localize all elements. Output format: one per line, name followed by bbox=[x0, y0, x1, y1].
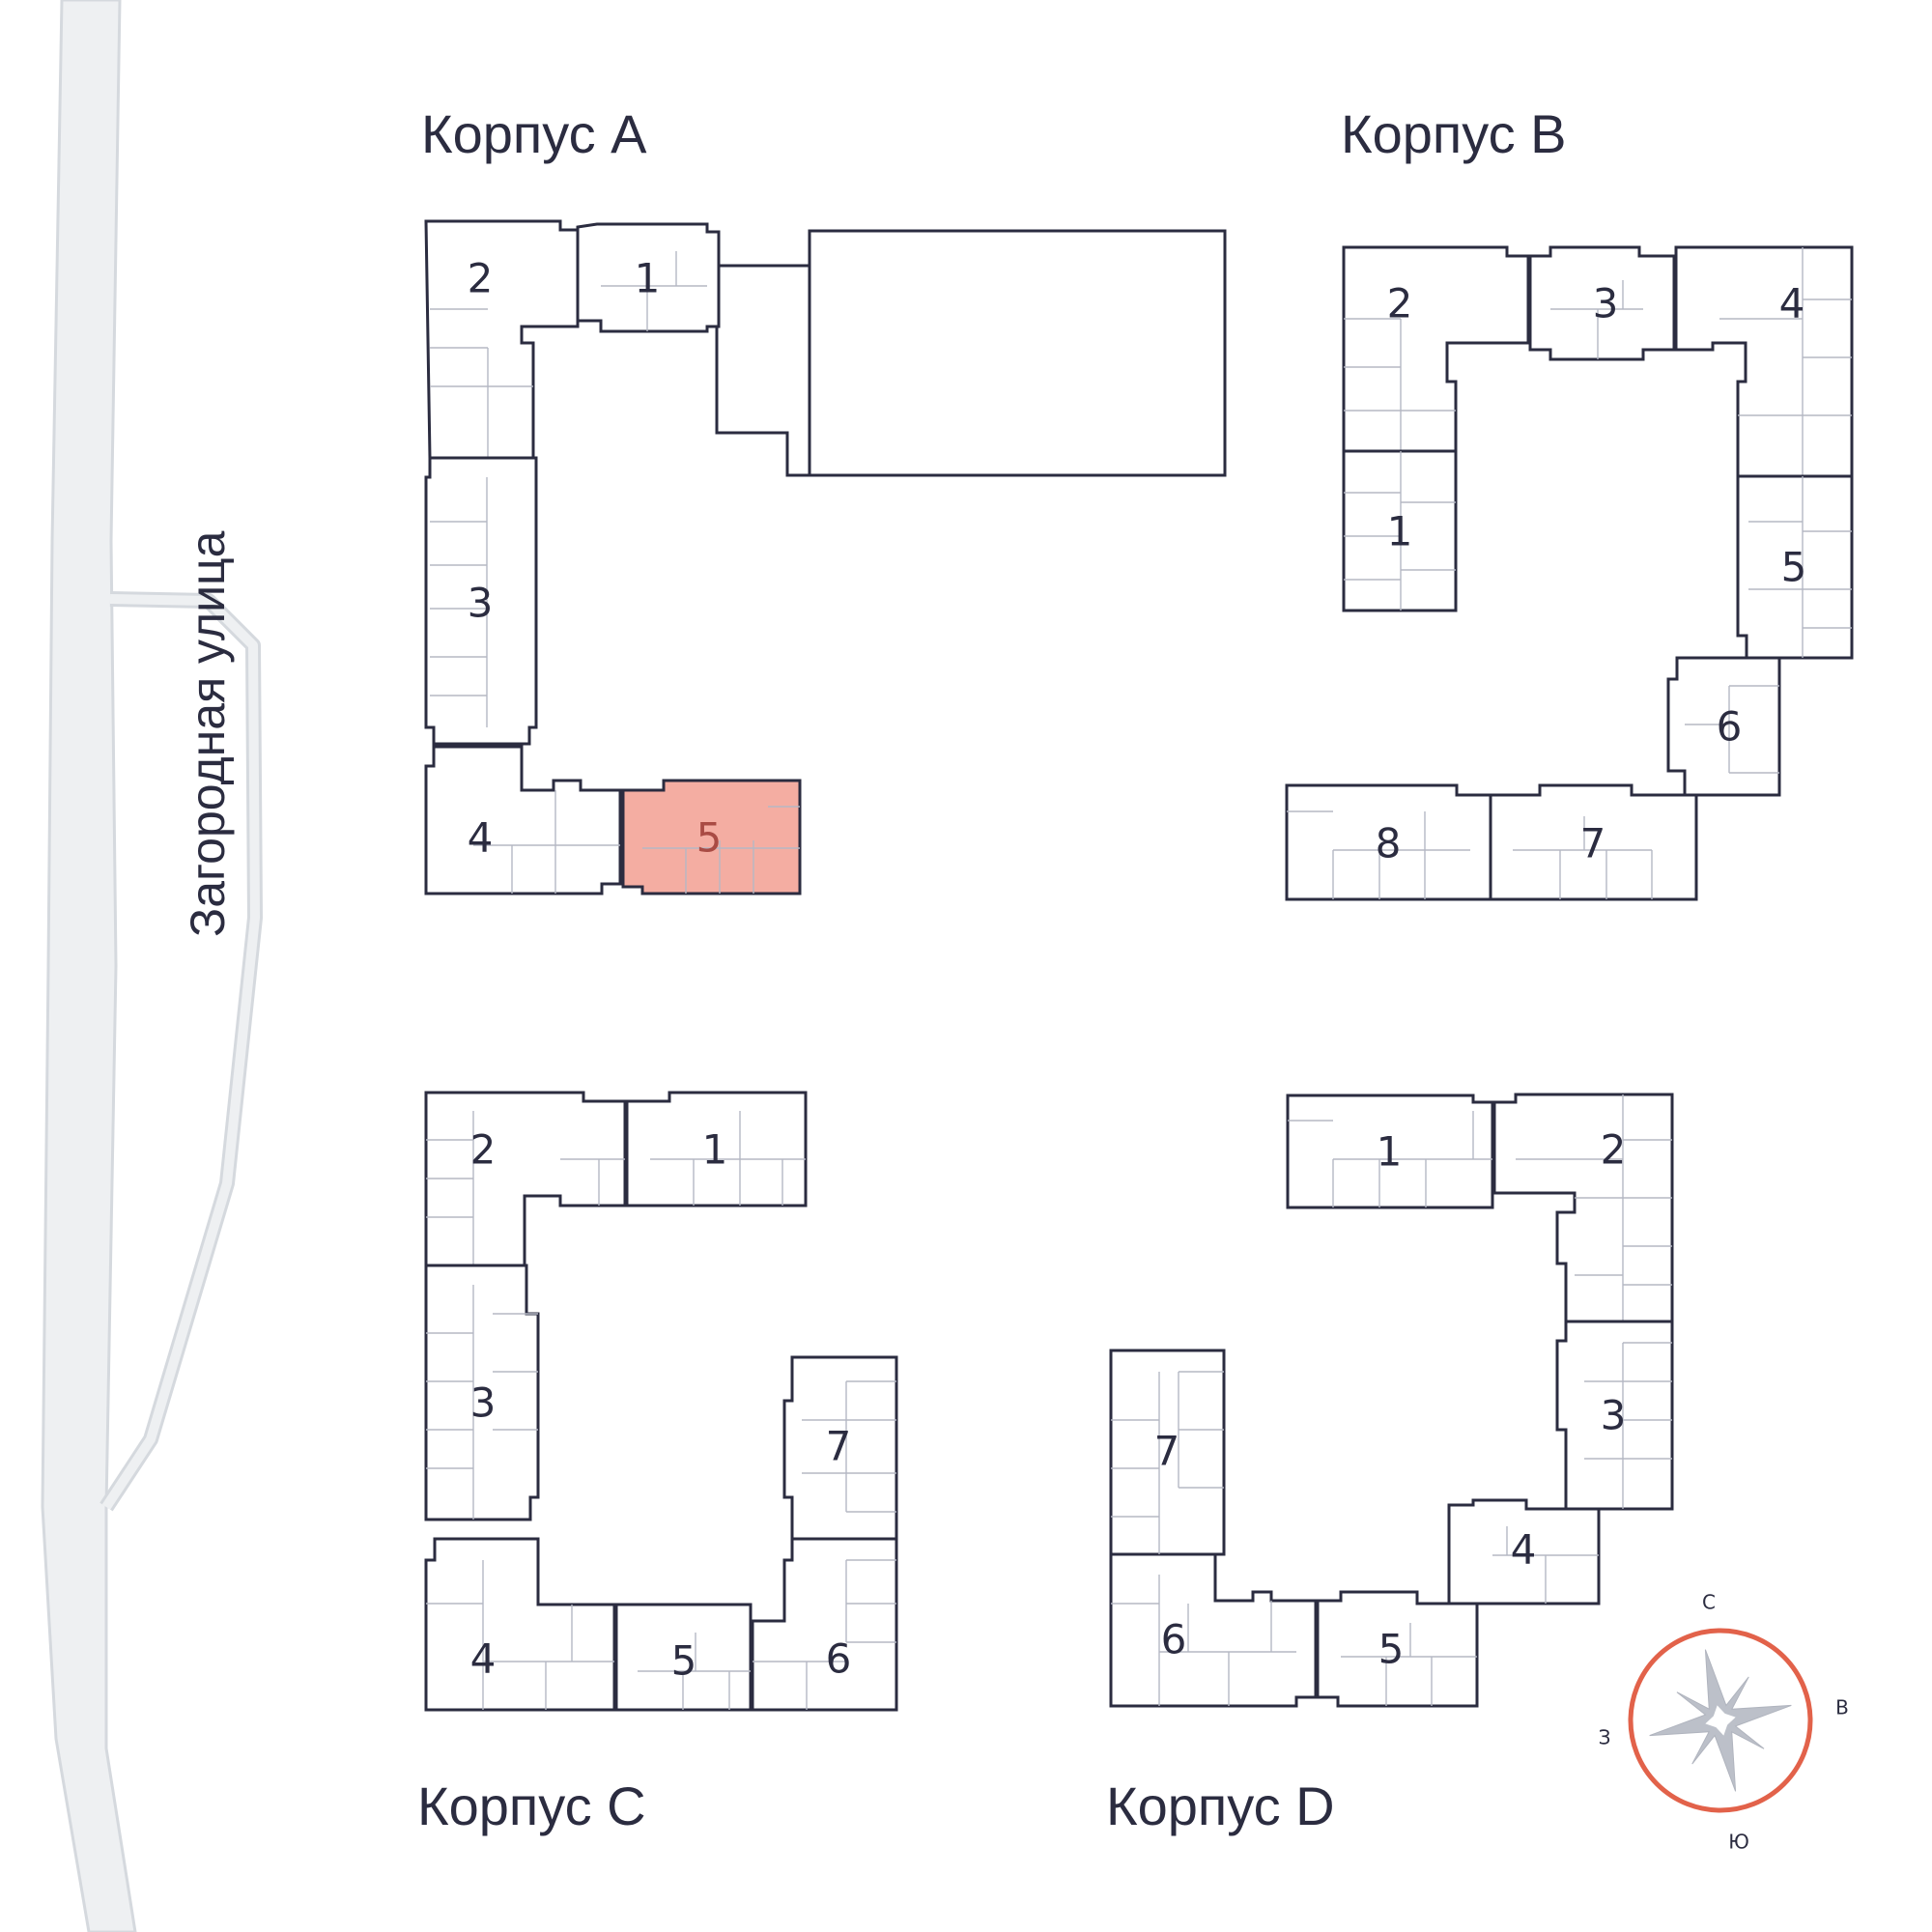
compass-west-label: З bbox=[1599, 1726, 1611, 1749]
compass-south-label: Ю bbox=[1728, 1831, 1749, 1854]
corpus-d-section-6[interactable]: 6 bbox=[1109, 1552, 1318, 1708]
corpus-b-section-4[interactable]: 4 bbox=[1674, 245, 1854, 478]
compass-ring bbox=[1628, 1628, 1813, 1813]
corpus-c-section-2[interactable]: 2 bbox=[424, 1091, 627, 1267]
corpus-a-section-1[interactable]: 1 bbox=[576, 222, 721, 333]
corpus-d-section-3[interactable]: 3 bbox=[1555, 1320, 1674, 1511]
corpus-b-section-7[interactable]: 7 bbox=[1489, 783, 1698, 901]
corpus-c-section-5[interactable]: 5 bbox=[614, 1603, 753, 1712]
corpus-b-section-8[interactable]: 8 bbox=[1285, 783, 1492, 901]
corpus-d-section-4[interactable]: 4 bbox=[1447, 1498, 1601, 1605]
compass-rose: С В Ю З bbox=[1599, 1591, 1849, 1854]
corpus-a-parking bbox=[808, 229, 1227, 477]
compass-east-label: В bbox=[1835, 1696, 1849, 1719]
corpus-a-label: Корпус A bbox=[421, 103, 647, 164]
corpus-a-section-2[interactable]: 2 bbox=[424, 219, 580, 460]
corpus-a-annex bbox=[715, 264, 811, 477]
corpus-b-label: Корпус B bbox=[1341, 103, 1567, 164]
compass-star-icon bbox=[1649, 1649, 1792, 1792]
corpus-b-section-5[interactable]: 5 bbox=[1736, 474, 1854, 660]
corpus-c-label: Корпус C bbox=[417, 1776, 646, 1836]
street-name: Загородная улица bbox=[181, 530, 235, 937]
corpus-a: 1 2 3 4 5 bbox=[424, 219, 1227, 895]
corpus-c: 2 1 3 4 5 6 7 bbox=[424, 1091, 898, 1712]
corpus-c-section-7[interactable]: 7 bbox=[782, 1355, 898, 1541]
street-road: Загородная улица bbox=[41, 0, 263, 1932]
corpus-b-section-3[interactable]: 3 bbox=[1528, 245, 1676, 361]
corpus-c-section-3[interactable]: 3 bbox=[424, 1264, 540, 1521]
compass-north-label: С bbox=[1702, 1591, 1716, 1614]
corpus-b: 2 3 4 1 5 6 7 bbox=[1285, 245, 1854, 901]
corpus-c-section-4[interactable]: 4 bbox=[424, 1537, 616, 1712]
corpus-c-section-6[interactable]: 6 bbox=[751, 1537, 898, 1712]
corpus-d-section-2[interactable]: 2 bbox=[1492, 1093, 1674, 1323]
corpus-d: 1 2 3 4 5 6 7 bbox=[1109, 1093, 1674, 1708]
corpus-a-section-5[interactable]: 5 bbox=[621, 779, 802, 895]
corpus-a-section-4[interactable]: 4 bbox=[424, 745, 622, 895]
corpus-d-label: Корпус D bbox=[1106, 1776, 1335, 1836]
corpus-d-section-5[interactable]: 5 bbox=[1316, 1590, 1479, 1708]
corpus-b-section-1[interactable]: 1 bbox=[1342, 449, 1458, 612]
corpus-d-section-7[interactable]: 7 bbox=[1109, 1349, 1226, 1556]
corpus-d-section-1[interactable]: 1 bbox=[1286, 1094, 1494, 1209]
corpus-c-section-1[interactable]: 1 bbox=[625, 1091, 808, 1208]
corpus-b-section-6[interactable]: 6 bbox=[1666, 656, 1781, 797]
corpus-b-section-2[interactable]: 2 bbox=[1342, 245, 1530, 453]
corpus-a-section-3[interactable]: 3 bbox=[424, 456, 538, 746]
